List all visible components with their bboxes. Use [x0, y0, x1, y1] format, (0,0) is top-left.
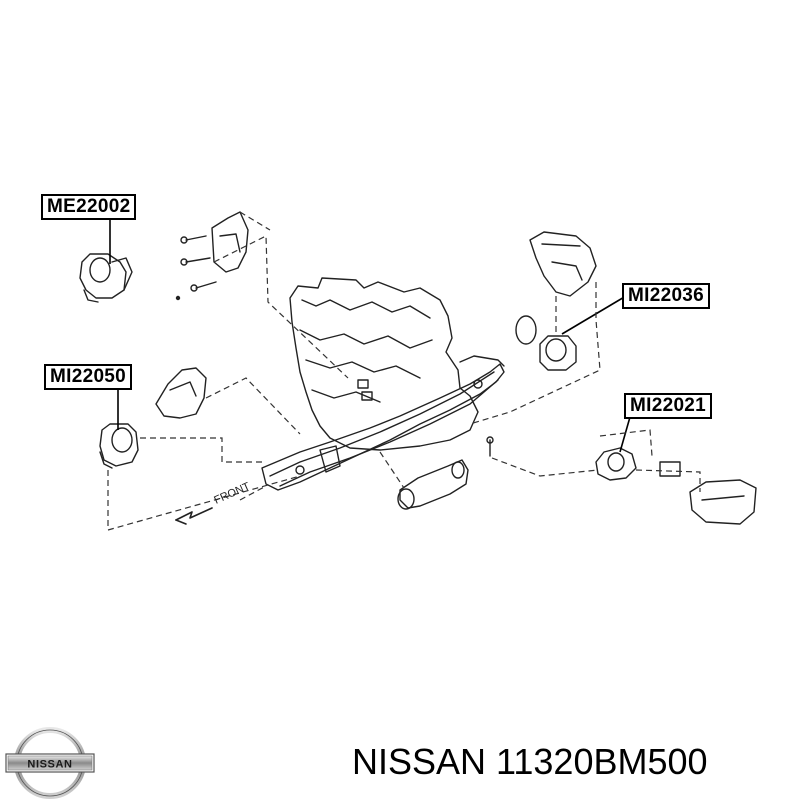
mount-mi22036: [539, 335, 577, 371]
front-direction-label: FRONT: [212, 480, 252, 506]
nissan-logo: NISSAN: [5, 727, 95, 799]
part-number-caption: NISSAN 11320BM500: [352, 741, 708, 782]
callout-mi22050: MI22050: [44, 364, 133, 390]
front-arrow: [175, 507, 213, 521]
leader-mi22021: [619, 416, 631, 453]
callout-mi22036: MI22036: [622, 283, 711, 309]
mount-mi22021: [595, 447, 637, 481]
callout-mi22021: MI22021: [624, 393, 713, 419]
mount-mi22050: [99, 423, 139, 467]
engine-block-outline: [289, 277, 479, 451]
nissan-logo-text: NISSAN: [27, 759, 72, 771]
leader-mi22036: [561, 295, 627, 335]
callout-me22002: ME22002: [41, 194, 137, 220]
rear-torque-rod: [399, 459, 469, 509]
